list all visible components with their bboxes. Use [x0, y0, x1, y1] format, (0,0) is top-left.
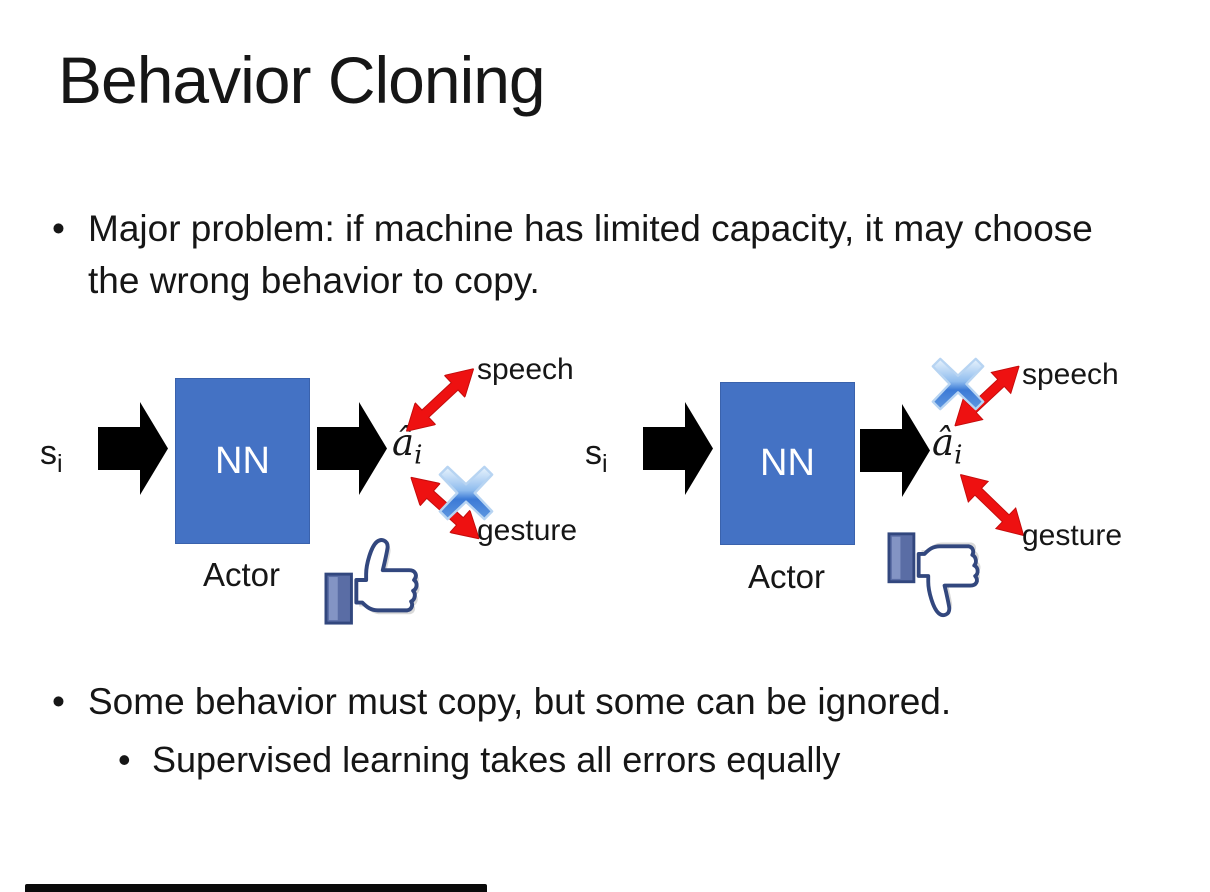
actor-label: Actor [747, 558, 826, 595]
bullet-major-problem-text: Major problem: if machine has limited ca… [88, 208, 1093, 301]
bullet-supervised: Supervised learning takes all errors equ… [118, 734, 1152, 786]
bullet-some-behavior: Some behavior must copy, but some can be… [52, 676, 1208, 728]
speech-label: speech [477, 353, 574, 386]
speech-double-arrow-icon [396, 357, 484, 443]
gesture-label: gesture [477, 514, 578, 547]
state-label: si [585, 434, 608, 478]
output-arrow-icon [317, 402, 387, 495]
input-arrow-icon [98, 402, 168, 495]
nn-label: NN [215, 439, 270, 482]
actor-label: Actor [202, 556, 281, 593]
bullet-supervised-text: Supervised learning takes all errors equ… [152, 739, 841, 780]
thumbs-down-icon [887, 531, 983, 618]
speech-label: speech [1022, 358, 1119, 391]
cross-out-icon [438, 465, 494, 521]
nn-box: NN [175, 378, 310, 544]
thumbs-up-icon [324, 538, 421, 626]
output-arrow-icon [860, 404, 930, 497]
cross-out-icon [931, 357, 985, 411]
nn-label: NN [760, 442, 815, 484]
bottom-bar [25, 884, 487, 892]
nn-box: NN [720, 382, 855, 545]
bullet-major-problem: Major problem: if machine has limited ca… [52, 203, 1103, 307]
slide-title: Behavior Cloning [58, 43, 546, 117]
gesture-label: gesture [1022, 519, 1123, 552]
action-label: âi [932, 421, 963, 471]
state-label: si [40, 434, 63, 478]
input-arrow-icon [643, 402, 713, 495]
bullet-some-behavior-text: Some behavior must copy, but some can be… [88, 681, 952, 722]
action-label: âi [392, 421, 423, 471]
